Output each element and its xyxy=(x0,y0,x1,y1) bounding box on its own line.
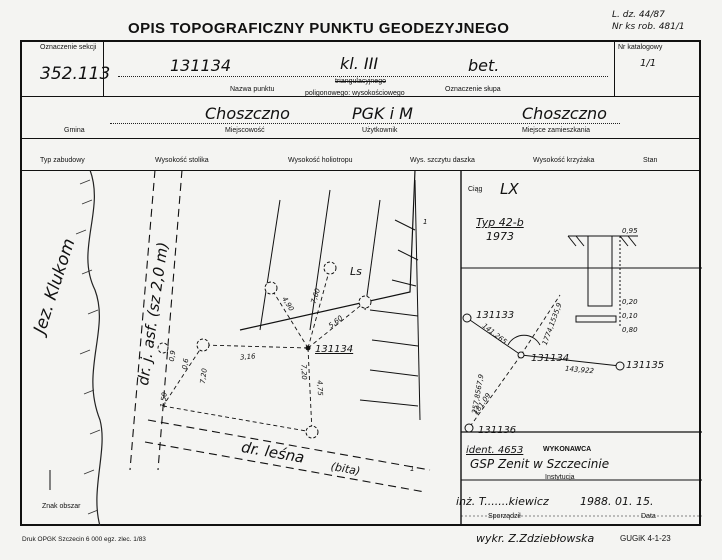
catalog-value: 1/1 xyxy=(640,58,657,69)
dim-0-20: 0,20 xyxy=(622,298,638,306)
network-label-polygon: poligonowego: wysokościowego xyxy=(305,90,405,97)
measure-m8: 0,9 xyxy=(167,349,178,363)
form-code: GUGiK 4-1-23 xyxy=(620,534,671,543)
date-label: Data xyxy=(641,513,656,520)
network-points xyxy=(462,313,625,433)
ident-value: ident. 4653 xyxy=(466,445,524,456)
north-label: Znak obszar xyxy=(42,503,81,510)
network-point xyxy=(517,351,525,359)
witness-point xyxy=(305,425,319,439)
pillar-cross-section xyxy=(567,235,638,326)
pillar-value: bet. xyxy=(468,56,500,75)
forest-label: Ls xyxy=(350,265,362,278)
center-point-label: 131134 xyxy=(315,344,354,355)
author-label: Sporządził xyxy=(488,513,521,520)
witness-point xyxy=(157,342,169,354)
dim-0-80: 0,80 xyxy=(622,326,638,334)
measure-m6: 4,75 xyxy=(315,380,325,396)
measure-m9: 0,6 xyxy=(180,357,191,371)
network-label-triangulation: triangulacyjnego xyxy=(335,78,386,85)
col-divider-catalog xyxy=(614,40,615,96)
witness-point xyxy=(196,338,210,352)
network-point xyxy=(464,423,474,433)
lake-shoreline xyxy=(87,170,103,526)
lake-hatching xyxy=(75,179,101,515)
executor-label: WYKONAWCA xyxy=(543,446,592,453)
ref-line-2: Nr ks rob. 481/1 xyxy=(612,22,685,32)
location-value: Choszczno xyxy=(522,104,607,123)
col-table-height: Wysokość stolika xyxy=(155,157,209,164)
page-title: OPIS TOPOGRAFICZNY PUNKTU GEODEZYJNEGO xyxy=(128,20,510,37)
col-status: Stan xyxy=(643,157,658,164)
col-cross-height: Wysokość krzyżaka xyxy=(533,157,595,164)
network-diagram xyxy=(466,294,621,429)
gmina-value: Choszczno xyxy=(205,104,290,123)
forest-edge-ticks xyxy=(259,179,421,421)
ciag-value: LX xyxy=(500,180,519,198)
point-131136: 131136 xyxy=(478,425,517,436)
asphalt-road xyxy=(129,170,183,471)
row-divider-2 xyxy=(20,138,701,139)
network-point xyxy=(615,361,625,371)
ciag-label: Ciąg xyxy=(468,186,483,193)
year-value: 1973 xyxy=(486,230,514,243)
network-point xyxy=(462,313,472,323)
ref-line-1: L. dz. 44/87 xyxy=(612,10,665,20)
col-heliotrope-height: Wysokość holiotropu xyxy=(288,157,353,164)
locality-value: PGK i M xyxy=(352,104,413,123)
institution-value: GSP Zenit w Szczecinie xyxy=(470,457,610,471)
drawn-by: wykr. Z.Zdziebłowska xyxy=(476,532,595,545)
form-frame xyxy=(20,40,701,526)
measure-m12: 1 xyxy=(410,465,415,473)
point-name-label: Nazwa punktu xyxy=(230,86,275,93)
dim-0-95: 0,95 xyxy=(622,227,638,235)
col-roof-height: Wys. szczytu daszka xyxy=(410,157,475,164)
dim-0-10: 0,10 xyxy=(622,312,638,320)
witness-point xyxy=(323,261,337,275)
witness-point xyxy=(358,295,372,309)
typ-value: Typ 42-b xyxy=(476,216,524,229)
catalog-label: Nr katalogowy xyxy=(618,44,663,51)
main-point-marker xyxy=(305,345,311,351)
measure-m4: 3,16 xyxy=(239,352,256,362)
location-label: Miejsce zamieszkania xyxy=(522,127,591,134)
point-name-underline xyxy=(118,76,608,77)
print-info: Druk OPGK Szczecin 6 000 egz. zlec. 1/83 xyxy=(22,536,146,543)
point-name-value: 131134 xyxy=(170,56,232,75)
col-building-type: Typ zabudowy xyxy=(40,157,85,164)
institution-label: Instytucja xyxy=(545,474,575,481)
pillar-label: Oznaczenie słupa xyxy=(445,86,501,93)
witness-points xyxy=(157,261,372,439)
site-sketch xyxy=(49,170,702,526)
measure-m5: 7,20 xyxy=(299,364,309,380)
col-divider-section xyxy=(103,40,104,96)
point-131133: 131133 xyxy=(476,310,515,321)
reference-number: L. dz. 44/87 Nr ks rob. 481/1 xyxy=(612,9,685,33)
gmina-label: Gmina xyxy=(64,127,85,134)
locality-label: Miejscowość xyxy=(225,127,265,134)
author-value: inż. T.......kiewicz xyxy=(456,495,549,508)
row-divider-1 xyxy=(20,96,701,97)
measure-m11: 1 xyxy=(423,218,428,226)
section-value: 352.113 xyxy=(40,64,111,84)
tie-lines xyxy=(162,267,366,433)
user-label: Użytkownik xyxy=(362,127,398,134)
witness-point xyxy=(264,281,278,295)
class-value: kl. III xyxy=(340,54,379,73)
point-131134: 131134 xyxy=(531,353,570,364)
forest-boundary xyxy=(239,170,416,331)
point-131135: 131135 xyxy=(626,360,665,371)
row2-underline xyxy=(110,123,620,124)
date-value: 1988. 01. 15. xyxy=(580,495,654,508)
forest-road xyxy=(144,419,431,493)
section-label: Oznaczenie sekcji xyxy=(40,44,97,51)
row-divider-3 xyxy=(20,170,701,171)
